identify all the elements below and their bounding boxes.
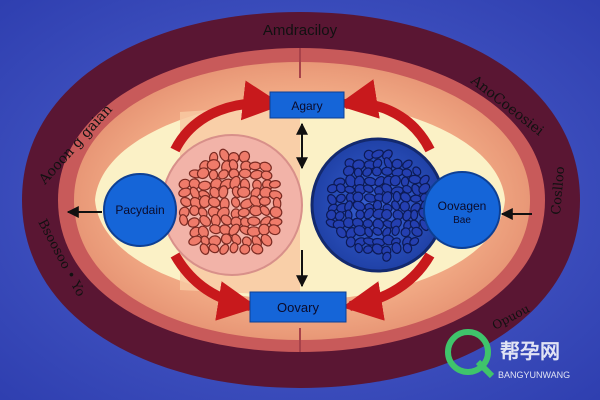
left-cell bbox=[229, 175, 241, 190]
right-cell bbox=[335, 183, 346, 194]
left-cell bbox=[260, 170, 273, 181]
right-cell bbox=[334, 211, 345, 221]
left-cell bbox=[238, 168, 252, 179]
right-cell bbox=[372, 226, 383, 236]
left-cell bbox=[268, 180, 281, 189]
right-cell bbox=[391, 242, 402, 254]
left-circle-label: Pacydain bbox=[115, 203, 164, 217]
right-cell-cluster bbox=[325, 149, 431, 262]
left-cell bbox=[251, 243, 264, 255]
left-cell bbox=[246, 226, 261, 238]
right-cell bbox=[400, 227, 411, 238]
right-cell bbox=[335, 193, 346, 204]
red-arrow-top-right bbox=[337, 79, 435, 153]
left-cell bbox=[260, 233, 273, 247]
right-cell bbox=[381, 208, 393, 221]
right-cell bbox=[412, 166, 422, 177]
left-label-circle bbox=[103, 173, 177, 247]
bottom-label-box bbox=[249, 291, 347, 323]
right-cell bbox=[390, 218, 402, 230]
left-cell bbox=[217, 169, 229, 180]
left-cell-cluster bbox=[178, 148, 283, 255]
right-cell bbox=[363, 207, 375, 220]
left-cell bbox=[258, 196, 271, 207]
red-arrow-bottom-right bbox=[342, 252, 435, 321]
left-cell bbox=[199, 243, 210, 255]
right-cell bbox=[391, 225, 400, 237]
left-cell bbox=[269, 206, 283, 219]
left-cell bbox=[229, 242, 239, 254]
right-cell bbox=[354, 242, 364, 254]
left-cell bbox=[258, 223, 271, 236]
right-circle-label-1: Oovagen bbox=[438, 199, 487, 213]
right-cell bbox=[381, 191, 393, 205]
right-circle-label-2: Bae bbox=[453, 215, 471, 226]
left-cell bbox=[237, 207, 250, 218]
right-cell bbox=[352, 200, 366, 212]
left-cell bbox=[241, 236, 252, 247]
right-cell bbox=[402, 242, 413, 254]
watermark: 帮孕网 BANGYUNWANG bbox=[445, 329, 570, 380]
left-cell bbox=[249, 195, 262, 208]
right-cell bbox=[409, 194, 422, 203]
red-arrow-bottom-left bbox=[170, 252, 258, 321]
right-cell bbox=[336, 226, 347, 239]
left-cell bbox=[259, 205, 271, 216]
right-cell bbox=[362, 167, 373, 177]
left-cell bbox=[220, 214, 233, 226]
left-cell bbox=[230, 196, 241, 208]
red-arrow-top-left bbox=[170, 80, 283, 153]
left-cell bbox=[220, 233, 232, 245]
right-cell bbox=[418, 182, 431, 195]
left-cell bbox=[231, 233, 242, 246]
left-cell bbox=[248, 161, 262, 171]
left-cell bbox=[189, 205, 200, 216]
right-label-circle bbox=[423, 171, 501, 249]
right-cell bbox=[411, 226, 423, 237]
left-cell bbox=[239, 243, 251, 255]
diagram-title: Amdraciloy bbox=[263, 22, 338, 39]
side-text-lower-right: Coslloo bbox=[549, 166, 568, 216]
right-cell bbox=[381, 166, 393, 176]
right-cell bbox=[410, 209, 419, 221]
right-cell bbox=[382, 251, 392, 262]
left-cell bbox=[238, 150, 251, 163]
top-box-label: Agary bbox=[291, 99, 322, 113]
watermark-logo-icon bbox=[445, 329, 491, 375]
left-cell bbox=[228, 223, 241, 237]
watermark-logo-tail bbox=[475, 359, 495, 379]
left-cell bbox=[199, 214, 212, 227]
right-cell bbox=[364, 226, 374, 238]
right-cell bbox=[382, 149, 393, 161]
right-cell bbox=[402, 159, 413, 170]
left-cell bbox=[200, 235, 210, 246]
right-cell bbox=[419, 174, 430, 186]
right-cell bbox=[371, 166, 382, 177]
left-cell bbox=[208, 243, 220, 254]
left-cell bbox=[219, 243, 230, 255]
right-cell bbox=[409, 237, 420, 246]
left-cell bbox=[196, 167, 210, 180]
right-cell bbox=[400, 192, 411, 203]
top-label-box bbox=[269, 91, 345, 119]
left-cell bbox=[247, 216, 261, 227]
right-cell bbox=[352, 191, 364, 203]
left-cell bbox=[218, 185, 229, 199]
bottom-box-label: Oovary bbox=[277, 300, 319, 315]
left-cell bbox=[179, 214, 189, 226]
left-cell bbox=[268, 224, 281, 236]
right-cell bbox=[363, 184, 374, 193]
watermark-en: BANGYUNWANG bbox=[498, 370, 570, 380]
left-cell bbox=[237, 186, 251, 198]
right-cell bbox=[389, 174, 401, 187]
right-cell bbox=[374, 175, 386, 187]
right-cell bbox=[371, 149, 384, 159]
watermark-cn: 帮孕网 bbox=[500, 339, 560, 363]
